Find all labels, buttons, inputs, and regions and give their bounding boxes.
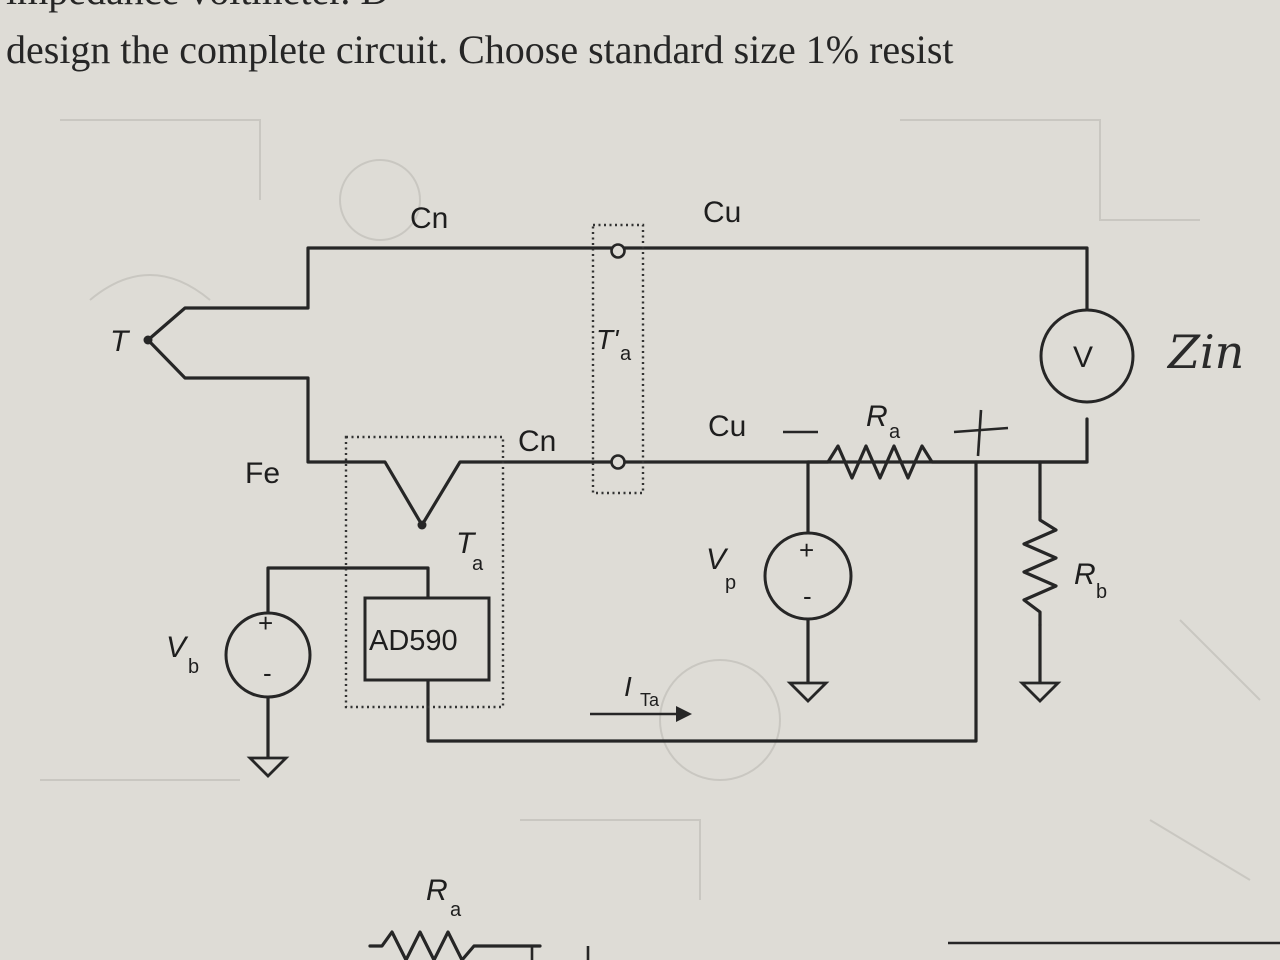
- wire-vb-ad590: [266, 566, 430, 616]
- label-ra: R: [866, 400, 888, 433]
- label-rb: R: [1074, 558, 1096, 591]
- isothermal-block-box: [344, 435, 505, 709]
- terminal-bottom: [610, 454, 626, 470]
- wire-ita-return: [426, 460, 978, 743]
- page-text-line: design the complete circuit. Choose stan…: [6, 27, 954, 72]
- label-rb-sub: b: [1096, 581, 1107, 603]
- wires: [146, 246, 1089, 760]
- label-cn-top: Cn: [410, 202, 448, 235]
- label-ita-sub: Ta: [640, 690, 660, 710]
- label-cu-top: Cu: [703, 196, 741, 229]
- label-ad590: AD590: [369, 625, 458, 657]
- label-vb-plus: +: [258, 608, 273, 638]
- wire-cn-cu-top: [146, 246, 1089, 342]
- label-ta-prime: T': [596, 324, 620, 355]
- ground-vp: [786, 681, 830, 703]
- voltmeter-circle: [1039, 308, 1135, 404]
- label-ta-prime-sub: a: [620, 343, 632, 365]
- label-vp-sub: p: [725, 572, 736, 594]
- wire-cn-mid: [420, 417, 1089, 527]
- label-t: T: [110, 325, 131, 358]
- page-text-top: impedance voltmeter. D: [6, 0, 389, 13]
- resistor-rb: [1022, 510, 1058, 627]
- label-ra-sub: a: [889, 421, 901, 443]
- label-vb: V: [166, 631, 189, 664]
- label-fe: Fe: [245, 457, 280, 490]
- ground-vb: [246, 756, 290, 778]
- vp-source-circle: [763, 531, 853, 621]
- label-vb-minus: -: [263, 658, 272, 688]
- label-ita: I: [624, 671, 632, 702]
- junction-t: [143, 335, 153, 345]
- junction-ta: [417, 520, 427, 530]
- label-ra-bottom: R: [426, 874, 448, 907]
- label-voltmeter: V: [1073, 341, 1093, 374]
- label-ra-bottom-sub: a: [450, 899, 462, 921]
- hand-plus-v: [976, 409, 983, 457]
- label-vp-minus: -: [803, 581, 812, 611]
- label-vp-plus: +: [799, 535, 814, 565]
- label-vb-sub: b: [188, 656, 199, 678]
- label-ta-sub: a: [472, 553, 484, 575]
- vb-source-circle: [224, 611, 312, 699]
- terminal-top: [610, 243, 626, 259]
- ad590-box: [363, 596, 491, 682]
- label-ta: T: [456, 527, 477, 560]
- label-cn-mid: Cn: [518, 425, 556, 458]
- current-arrow-head: [676, 706, 692, 722]
- label-zin: Zin: [1166, 325, 1244, 379]
- bleed-through: [40, 119, 1261, 900]
- label-cu-mid: Cu: [708, 410, 746, 443]
- label-vp: V: [706, 543, 729, 576]
- ground-rb: [1018, 681, 1062, 703]
- resistor-ra: [806, 444, 1089, 480]
- labels: Cn Cu T T' a Fe Cn Cu R a V Zin T a V p …: [110, 196, 1244, 921]
- terminal-block-box: [591, 223, 645, 495]
- hand-plus-h: [953, 426, 1009, 434]
- wire-fe: [146, 338, 424, 527]
- resistor-ra-bottom: [368, 930, 542, 960]
